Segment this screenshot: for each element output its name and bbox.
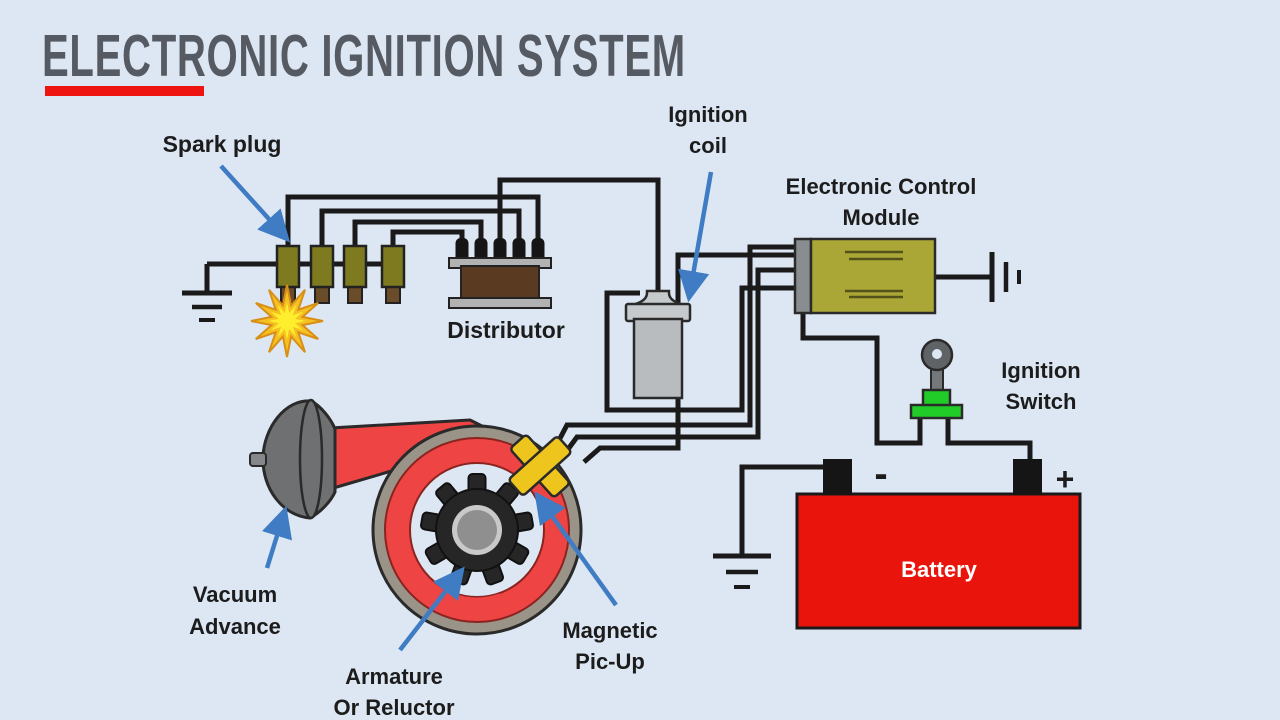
battery-terminal-positive [1013,459,1042,495]
spark-plug-body [380,244,406,289]
magnetic-pickup-arrow [534,491,618,607]
vacuum-advance-label-2: Advance [189,614,281,639]
battery-label: Battery [901,557,978,582]
ecm-connector [793,237,813,315]
plug3-lead-wire [352,219,484,247]
battery-minus-label: - [874,452,887,496]
title-underline [45,86,204,96]
switch-to-battery-wire [945,416,1033,461]
callout-arrows [219,164,714,652]
page-title: ELECTRONIC IGNITION SYSTEM [42,22,686,89]
ecm-detail-lines [845,250,903,299]
distributor-terminal [493,238,507,262]
pickup-wire-1 [553,244,797,448]
spark-plug-body [342,244,368,289]
distributor-terminal [474,238,488,262]
ignition-switch-label-1: Ignition [1001,358,1080,383]
vacuum-advance-ridge [298,398,324,520]
component-labels: Spark plug Distributor Ignition coil Ele… [163,102,1081,720]
ignition-switch-label-2: Switch [1006,389,1077,414]
spark-plug-arrow [219,164,291,243]
ecm-body [809,237,937,315]
ignition-switch [909,338,964,420]
coil-ht-lead-wire [497,177,661,292]
ecm-label-2: Module [843,205,920,230]
distributor-body [460,265,540,301]
plug2-lead-wire [319,208,522,247]
ignition-coil-label-2: coil [689,133,727,158]
ignition-switch-key-hole [932,349,942,359]
battery-terminal-negative [823,459,852,495]
pickup-wire-3 [582,252,797,464]
battery-neg-wire [739,464,828,555]
ignition-coil-arrow [678,171,714,303]
spark-plug-body [309,244,335,289]
distributor-terminal [512,238,526,262]
distributor-terminals [455,238,545,262]
rotor-assembly [249,398,583,636]
armature-label-2: Or Reluctor [333,695,454,720]
electronic-control-module [793,237,937,315]
magnetic-pickup [508,434,572,498]
housing-step [436,588,505,614]
armature-arrow [398,566,465,652]
gear-hub-center [457,510,497,550]
ignition-coil-body [632,317,684,400]
distributor-terminal [531,238,545,262]
armature-label-1: Armature [345,664,443,689]
ecm-to-switch-wire [800,313,923,446]
spark-flash [250,284,324,358]
spark-plug-label: Spark plug [163,131,282,157]
vacuum-advance-label-1: Vacuum [193,582,277,607]
ignition-coil-label-1: Ignition [668,102,747,127]
distributor [448,238,552,309]
spark-plugs [250,244,406,358]
battery [795,459,1082,630]
page-title-group: ELECTRONIC IGNITION SYSTEM [42,22,686,96]
distributor-label: Distributor [447,317,565,343]
spark-flash-inner [268,302,306,340]
magnetic-pickup-label-1: Magnetic [562,618,657,643]
ecm-label-1: Electronic Control [786,174,977,199]
battery-plus-label: + [1056,461,1075,497]
ignition-switch-key-stem [930,367,944,393]
vacuum-advance-stem [249,452,267,467]
vacuum-advance-arrow [261,505,293,569]
ignition-coil [624,289,692,400]
plug4-lead-wire [390,229,465,247]
distributor-base-plate [448,297,552,309]
ignition-switch-base [909,403,964,420]
spark-plug-body [275,244,301,289]
magnetic-pickup-label-2: Pic-Up [575,649,645,674]
pickup-wire-2 [563,267,797,454]
distributor-terminal [455,238,469,262]
battery-body [795,492,1082,630]
